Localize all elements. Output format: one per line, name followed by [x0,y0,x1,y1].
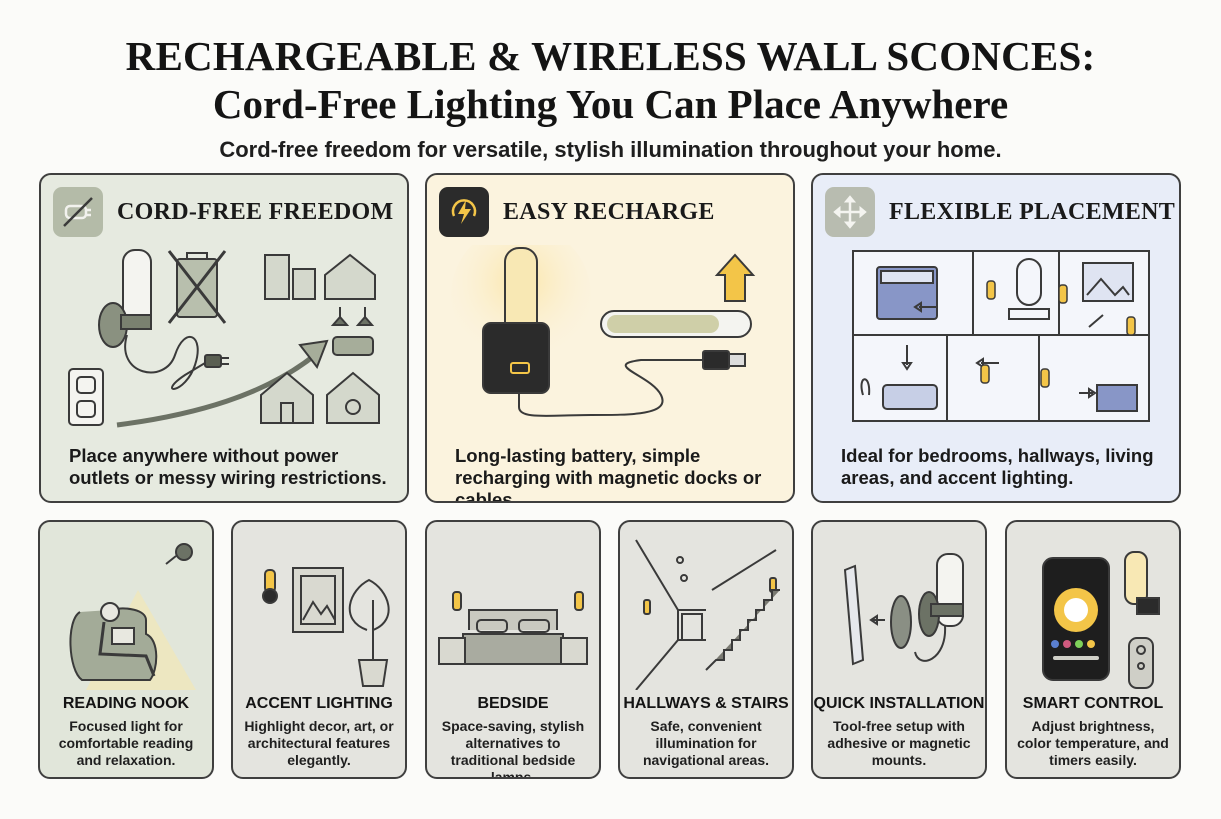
use-card-bedside: BEDSIDE Space-saving, stylish alternativ… [425,520,601,779]
feature-card-flexible-placement: FLEXIBLE PLACEMENT Ideal for bedrooms, h… [811,173,1181,503]
move-arrows-icon [825,187,875,237]
use-card-smart-control: SMART CONTROL Adjust brightness, color t… [1005,520,1181,779]
feature-description: Long-lasting battery, simple recharging … [455,445,762,503]
use-card-accent-lighting: ACCENT LIGHTING Highlight decor, art, or… [231,520,407,779]
art-plant-illustration [262,567,390,687]
mounting-illustration [843,553,964,666]
use-description: Safe, convenient illumination for naviga… [642,718,770,768]
battery-bolt-icon [439,187,489,237]
feature-description: Ideal for bedrooms, hallways, living are… [841,445,1154,488]
feature-title: FLEXIBLE PLACEMENT [889,198,1176,225]
use-description: Tool-free setup with adhesive or magneti… [827,718,971,768]
header: RECHARGEABLE & WIRELESS WALL SCONCES: Co… [0,36,1221,163]
use-title: HALLWAYS & STAIRS [623,695,789,712]
recharge-illustration [451,245,756,417]
no-plug-icon [53,187,103,237]
feature-title: CORD-FREE FREEDOM [117,198,394,225]
page-title: RECHARGEABLE & WIRELESS WALL SCONCES: [125,33,1096,79]
feature-card-easy-recharge: EASY RECHARGE Long-lasting battery, simp… [425,173,795,503]
use-title: READING NOOK [62,695,190,712]
bed-illustration [438,591,588,665]
use-card-reading-nook: READING NOOK Focused light for comfortab… [38,520,214,779]
cord-free-illustration [68,249,380,428]
page-subtitle: Cord-free freedom for versatile, stylish… [219,137,1002,162]
use-description: Highlight decor, art, or architectural f… [244,718,394,768]
use-card-hallways-stairs: HALLWAYS & STAIRS Safe, convenient illum… [618,520,794,779]
use-description: Space-saving, stylish alternatives to tr… [441,718,585,779]
use-card-quick-installation: QUICK INSTALLATION Tool-free setup with … [811,520,987,779]
feature-card-cord-free: CORD-FREE FREEDOM [39,173,409,503]
use-description: Focused light for comfortable reading an… [58,718,194,768]
page-title-line2: Cord-Free Lighting You Can Place Anywher… [212,81,1009,127]
feature-description: Place anywhere without power outlets or … [69,445,387,488]
use-title: ACCENT LIGHTING [245,695,393,712]
feature-title: EASY RECHARGE [503,198,715,225]
floorplan-illustration [852,250,1150,422]
use-title: BEDSIDE [477,695,549,712]
reading-chair-illustration [69,543,196,690]
smart-app-illustration [1042,551,1160,689]
use-description: Adjust brightness, color temperature, an… [1017,718,1169,768]
hallway-stairs-illustration [635,539,780,690]
use-title: QUICK INSTALLATION [813,695,985,712]
use-title: SMART CONTROL [1022,695,1164,712]
